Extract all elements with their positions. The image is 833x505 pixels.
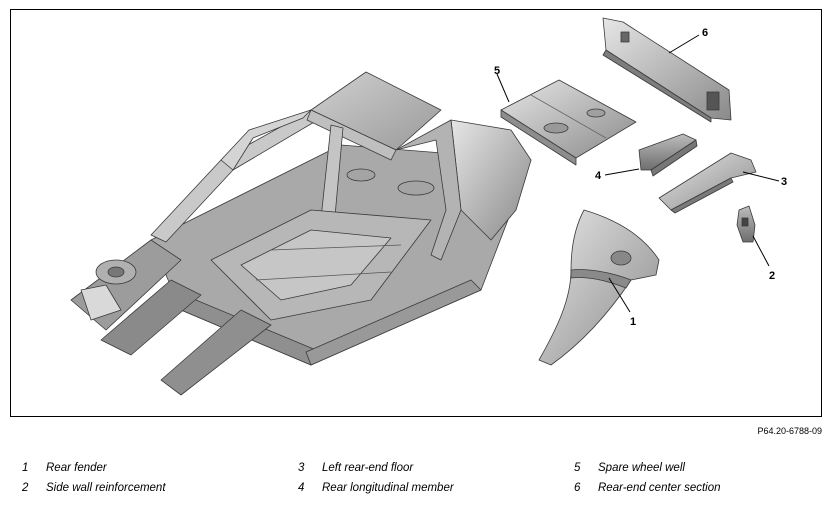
legend-item-side-wall-reinforcement: 2 Side wall reinforcement bbox=[22, 482, 166, 494]
callout-4-number: 4 bbox=[595, 170, 602, 182]
callout-2-number: 2 bbox=[769, 270, 775, 282]
legend-label: Side wall reinforcement bbox=[46, 482, 166, 494]
legend-label: Spare wheel well bbox=[598, 462, 685, 474]
legend-number: 2 bbox=[22, 482, 29, 494]
rear-longitudinal-member-part bbox=[638, 133, 698, 177]
callout-4-leader bbox=[604, 168, 640, 176]
legend-number: 1 bbox=[22, 462, 29, 474]
legend-item-rear-end-center-section: 6 Rear-end center section bbox=[574, 482, 721, 494]
legend-item-rear-longitudinal-member: 4 Rear longitudinal member bbox=[298, 482, 454, 494]
legend-label: Rear fender bbox=[46, 462, 107, 474]
legend-label: Rear-end center section bbox=[598, 482, 721, 494]
callout-2-leader bbox=[752, 235, 770, 267]
callout-3-leader bbox=[742, 171, 780, 182]
callout-6-leader bbox=[668, 34, 700, 54]
callout-3-number: 3 bbox=[781, 176, 787, 188]
legend-item-left-rear-end-floor: 3 Left rear-end floor bbox=[298, 462, 413, 474]
callout-6-number: 6 bbox=[702, 27, 708, 39]
callout-leaders bbox=[496, 34, 780, 313]
legend-number: 4 bbox=[298, 482, 305, 494]
callout-1-leader bbox=[608, 277, 631, 313]
rear-end-center-section-part bbox=[602, 17, 732, 123]
diagram-frame: 5 6 4 3 2 1 bbox=[10, 9, 822, 417]
legend-label: Left rear-end floor bbox=[322, 462, 414, 474]
legend-item-spare-wheel-well: 5 Spare wheel well bbox=[574, 462, 685, 474]
legend-item-rear-fender: 1 Rear fender bbox=[22, 462, 107, 474]
legend-number: 6 bbox=[574, 482, 581, 494]
callout-1-number: 1 bbox=[630, 316, 636, 328]
legend-number: 5 bbox=[574, 462, 581, 474]
legend-number: 3 bbox=[298, 462, 305, 474]
figure-id: P64.20-6788-09 bbox=[757, 426, 822, 436]
callout-5-leader bbox=[496, 73, 510, 103]
car-body-shell bbox=[70, 71, 532, 396]
rear-fender-part bbox=[538, 209, 660, 366]
legend-label: Rear longitudinal member bbox=[322, 482, 454, 494]
callout-5-number: 5 bbox=[494, 65, 500, 77]
side-wall-reinforcement-part bbox=[736, 205, 756, 243]
body-shell-diagram: 5 6 4 3 2 1 bbox=[70, 17, 787, 396]
left-rear-end-floor-part bbox=[658, 152, 757, 214]
spare-wheel-well-part bbox=[500, 79, 637, 166]
